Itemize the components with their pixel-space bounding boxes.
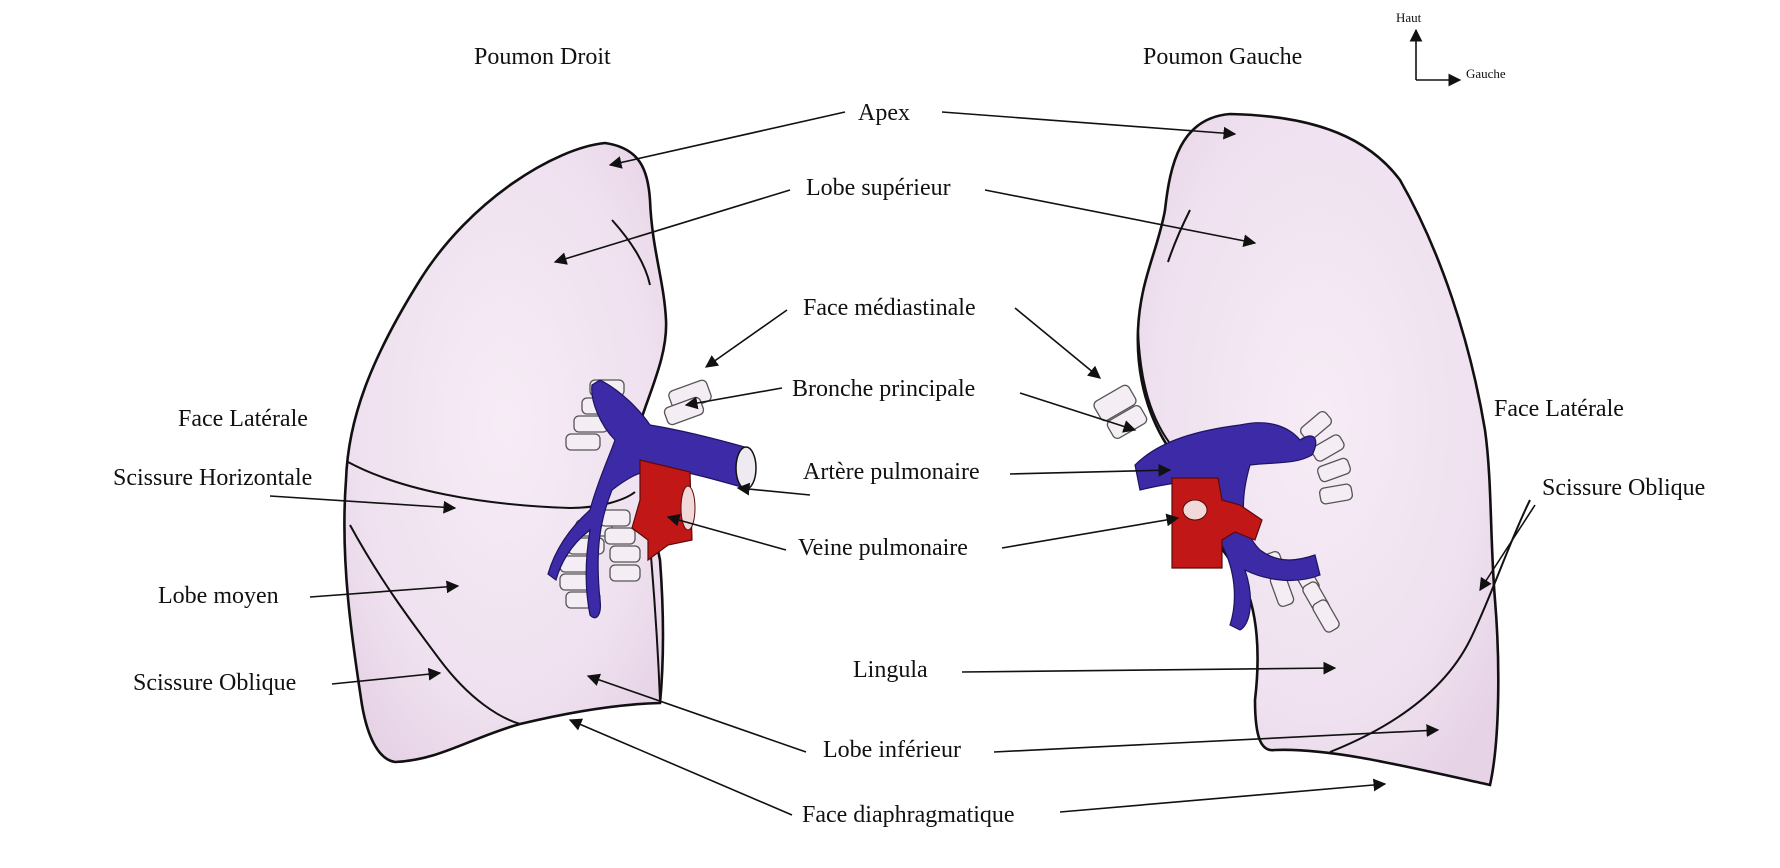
orientation-marker: Haut Gauche	[1396, 10, 1506, 87]
left-lung-title: Poumon Gauche	[1143, 44, 1302, 70]
veine-pulmonaire-label: Veine pulmonaire	[798, 535, 968, 561]
right-oblique-fissure	[349, 524, 521, 725]
right-pulmonary-artery-lumen	[735, 446, 757, 490]
apex-label: Apex	[858, 100, 910, 126]
right-pulmonary-vein-lumen	[680, 485, 696, 531]
lingula-label: Lingula	[853, 657, 928, 683]
leader-lines	[269, 111, 1536, 816]
face-laterale-left-label: Face Latérale	[1494, 396, 1624, 422]
scissure-oblique-right-label: Scissure Oblique	[133, 670, 296, 696]
left-apex-fissure-mark	[1167, 209, 1191, 263]
face-laterale-right-label: Face Latérale	[178, 406, 308, 432]
scissure-horizontale-label: Scissure Horizontale	[113, 465, 312, 491]
lobe-moyen-label: Lobe moyen	[158, 583, 279, 609]
lobe-inferieur-label: Lobe inférieur	[823, 737, 961, 763]
left-direction-label: Gauche	[1466, 66, 1506, 81]
bronche-principale-label: Bronche principale	[792, 376, 975, 402]
right-pulmonary-artery	[547, 379, 749, 619]
right-lung	[343, 141, 757, 764]
scissure-oblique-left-label: Scissure Oblique	[1542, 475, 1705, 501]
left-bronchial-tree	[1093, 384, 1354, 633]
right-upper-fissure-mark	[611, 219, 651, 286]
left-lung	[1093, 112, 1531, 787]
artere-pulmonaire-label: Artère pulmonaire	[803, 459, 980, 485]
face-mediastinale-label: Face médiastinale	[803, 295, 976, 321]
left-pulmonary-vein-lumen	[1182, 499, 1208, 521]
right-lung-title: Poumon Droit	[474, 44, 611, 70]
face-diaphragmatique-label: Face diaphragmatique	[802, 802, 1015, 828]
lobe-superieur-label: Lobe supérieur	[806, 175, 951, 201]
right-horizontal-fissure	[347, 461, 636, 510]
up-label: Haut	[1396, 10, 1422, 25]
